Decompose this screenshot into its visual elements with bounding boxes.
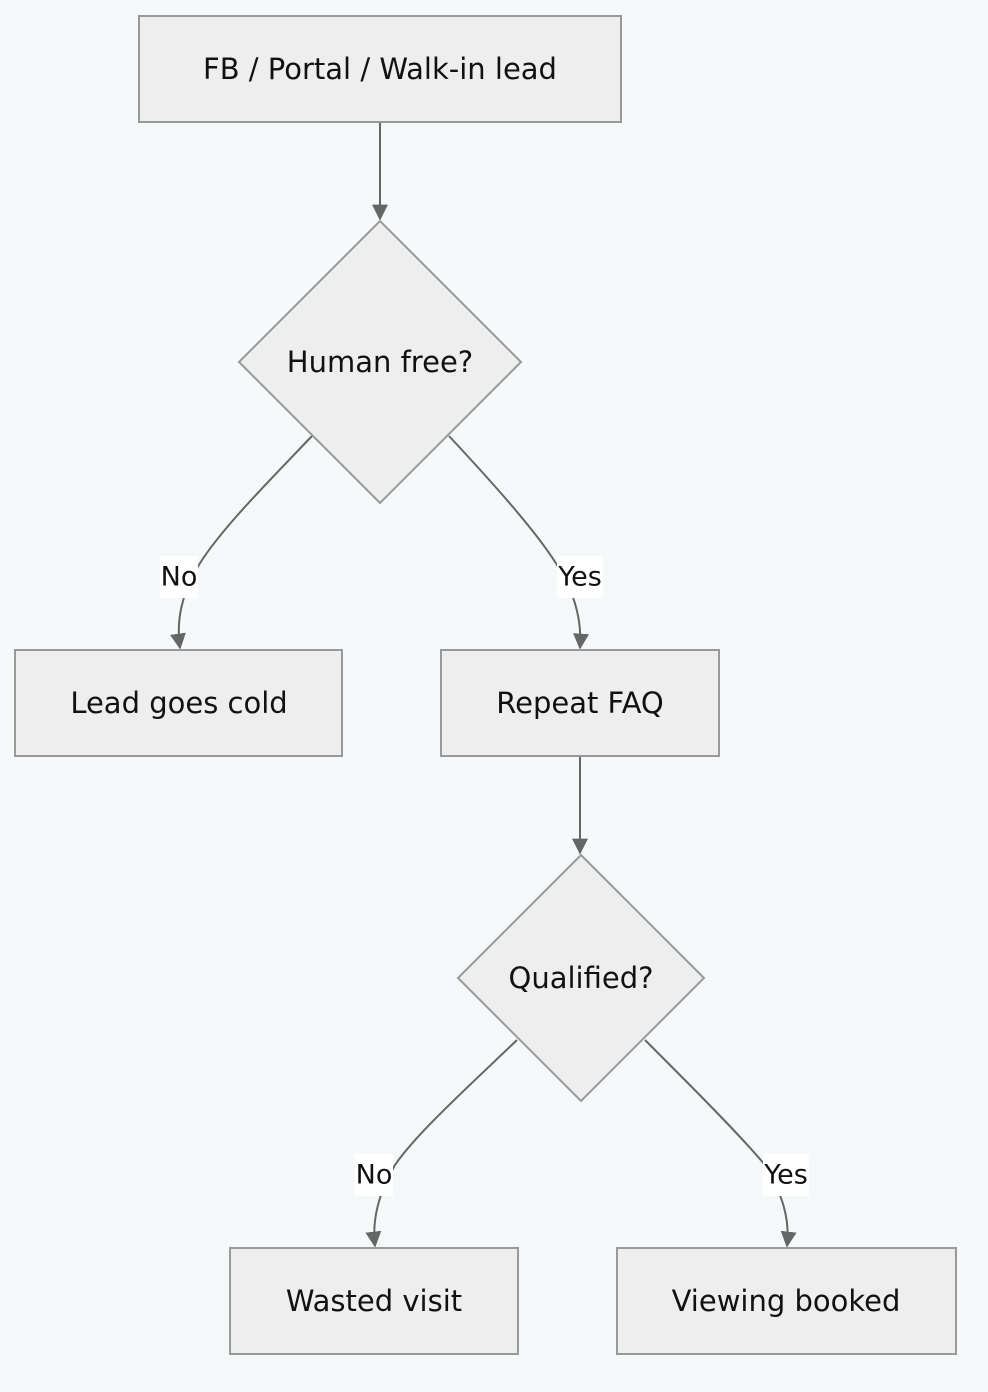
node-lead-source: FB / Portal / Walk-in lead bbox=[138, 15, 622, 123]
decision-label: Human free? bbox=[287, 345, 473, 379]
node-repeat-faq: Repeat FAQ bbox=[440, 649, 720, 757]
edges bbox=[170, 122, 797, 1248]
node-label: Viewing booked bbox=[672, 1284, 901, 1318]
edge-label-text: No bbox=[161, 562, 198, 593]
edge-label-human-free-yes: Yes bbox=[557, 556, 603, 598]
edge-label-text: No bbox=[356, 1160, 393, 1191]
node-label: Repeat FAQ bbox=[496, 686, 663, 720]
decision-label: Qualified? bbox=[509, 961, 654, 995]
decision-qualified: Qualified? bbox=[456, 853, 706, 1103]
node-label: Wasted visit bbox=[286, 1284, 462, 1318]
edge-label-text: Yes bbox=[763, 1160, 808, 1191]
edge-qualified-yes bbox=[644, 1039, 797, 1248]
node-viewing-booked: Viewing booked bbox=[616, 1247, 957, 1355]
decision-human-free: Human free? bbox=[237, 219, 523, 505]
node-label: Lead goes cold bbox=[70, 686, 287, 720]
edge-qualified-no bbox=[365, 1039, 518, 1248]
nodes: FB / Portal / Walk-in lead Human free? L… bbox=[14, 15, 957, 1355]
edge-labels: No Yes No Yes bbox=[160, 556, 809, 1196]
edge-label-qualified-no: No bbox=[355, 1154, 393, 1196]
edge-label-human-free-no: No bbox=[160, 556, 198, 598]
edge-label-qualified-yes: Yes bbox=[763, 1154, 809, 1196]
edge-label-text: Yes bbox=[557, 562, 602, 593]
edge-human-free-no bbox=[170, 435, 313, 650]
node-lead-cold: Lead goes cold bbox=[14, 649, 343, 757]
node-wasted-visit: Wasted visit bbox=[229, 1247, 519, 1355]
edge-human-free-yes bbox=[448, 435, 590, 650]
node-label: FB / Portal / Walk-in lead bbox=[203, 52, 557, 86]
